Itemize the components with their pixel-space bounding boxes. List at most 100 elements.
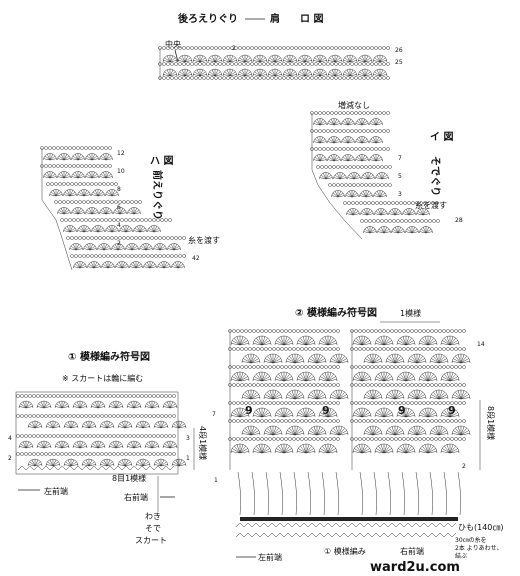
shell-stitch (352, 371, 372, 382)
watermark: ward2u.com (370, 560, 460, 575)
row-label: 5 (398, 173, 402, 180)
row-label: 4 (8, 435, 12, 442)
shell-stitch (27, 420, 43, 429)
shell-stitch (126, 440, 142, 449)
shell-stitch (374, 335, 394, 346)
shell-stitch (27, 458, 43, 467)
shell-stitch (43, 171, 57, 179)
shell-stitch (139, 243, 153, 251)
shell-stitch (97, 243, 111, 251)
shell-stitch (63, 420, 79, 429)
shell-stitch (307, 425, 327, 436)
shell-stitch (105, 225, 119, 233)
chain-row (310, 147, 390, 151)
shell-stitch (171, 420, 187, 429)
shell-stitch (388, 208, 402, 216)
shell-stitch (63, 458, 79, 467)
back-neckline-title: 後ろえりぐり (178, 12, 238, 25)
shell-stitch (402, 208, 416, 216)
shell-stitch (71, 153, 85, 161)
shell-stitch (346, 208, 360, 216)
shell-stitch (241, 389, 261, 400)
chain-row (350, 419, 466, 423)
shell-stitch (192, 68, 208, 77)
shell-stitch (274, 371, 294, 382)
shell-stitch (342, 68, 358, 77)
center-arrow (174, 49, 179, 63)
chain-loop (279, 471, 283, 516)
shell-stitch (374, 443, 394, 454)
shell-stitch (327, 136, 341, 144)
shell-stitch (341, 154, 355, 162)
shell-stitch (63, 225, 77, 233)
shell-stitch (327, 68, 343, 77)
shell-stitch (285, 425, 305, 436)
shell-stitch (355, 154, 369, 162)
shell-stitch (77, 225, 91, 233)
shell-stitch (312, 54, 328, 63)
chain-row (316, 165, 392, 169)
shell-stitch (307, 389, 327, 400)
shell-stitch (252, 407, 272, 418)
right-front-edge-label: 右前端 (124, 492, 148, 502)
shell-stitch (36, 400, 52, 409)
bottom-pattern-label: ① 模様編み (324, 546, 366, 556)
shell-stitch (418, 443, 438, 454)
chain-loop (335, 471, 339, 516)
shell-stitch (133, 225, 147, 233)
row-label: 1 (214, 477, 218, 484)
shell-stitch (396, 443, 416, 454)
shell-stitch (385, 425, 405, 436)
shell-stitch (405, 226, 419, 234)
shell-stitch (369, 118, 383, 126)
shell-stitch (54, 440, 70, 449)
shell-stitch (429, 389, 449, 400)
chain-loop (415, 471, 419, 516)
shell-stitch (108, 440, 124, 449)
chain-row (350, 347, 466, 351)
row-label: 2 (8, 455, 12, 462)
shell-stitch (391, 226, 405, 234)
shell-stitch (43, 153, 57, 161)
chain-loop (321, 471, 325, 516)
row-label: 3 (398, 191, 402, 198)
shell-stitch (263, 353, 283, 364)
shell-stitch (72, 440, 88, 449)
chain-loop (237, 471, 241, 516)
shell-stitch (207, 54, 223, 63)
shell-stitch (18, 440, 34, 449)
shell-stitch (341, 136, 355, 144)
front-neckline-chart: ハ 図 前えりぐり 糸を渡す 12 10 8 6 4 2 42 (40, 146, 220, 271)
shell-stitch (36, 440, 52, 449)
shell-stitch (396, 371, 416, 382)
pattern-1-chart: ① 模様編み符号図 ※ スカートは輪に編む 4 2 3 1 4段1模様 8目1模… (8, 350, 208, 545)
shell-stitch (90, 400, 106, 409)
shell-stitch (72, 400, 88, 409)
shell-stitch (153, 243, 167, 251)
chain-loop (307, 471, 311, 516)
shell-stitch (318, 443, 338, 454)
shell-stitch (327, 154, 341, 162)
chain-loop (251, 471, 255, 516)
shell-stitch (331, 190, 345, 198)
shell-stitch (357, 54, 373, 63)
shell-stitch (177, 68, 193, 77)
shell-stitch (135, 458, 151, 467)
shell-stitch (352, 443, 372, 454)
shell-stitch (355, 118, 369, 126)
left-front-edge-label: 左前端 (44, 486, 68, 496)
shell-stitch (99, 153, 113, 161)
shell-stitch (177, 54, 193, 63)
shell-stitch (157, 261, 171, 269)
shell-stitch (296, 371, 316, 382)
diagram-a-marker: ハ 図 (150, 155, 173, 167)
row-label: 2 (232, 45, 236, 52)
chain-loop (401, 471, 405, 516)
shell-stitch (222, 68, 238, 77)
chain-row (350, 329, 466, 333)
skirt-label: スカート (135, 536, 167, 545)
chain-row (228, 347, 340, 351)
diagram-b-marker: イ 図 (430, 131, 453, 143)
shell-stitch (385, 353, 405, 364)
